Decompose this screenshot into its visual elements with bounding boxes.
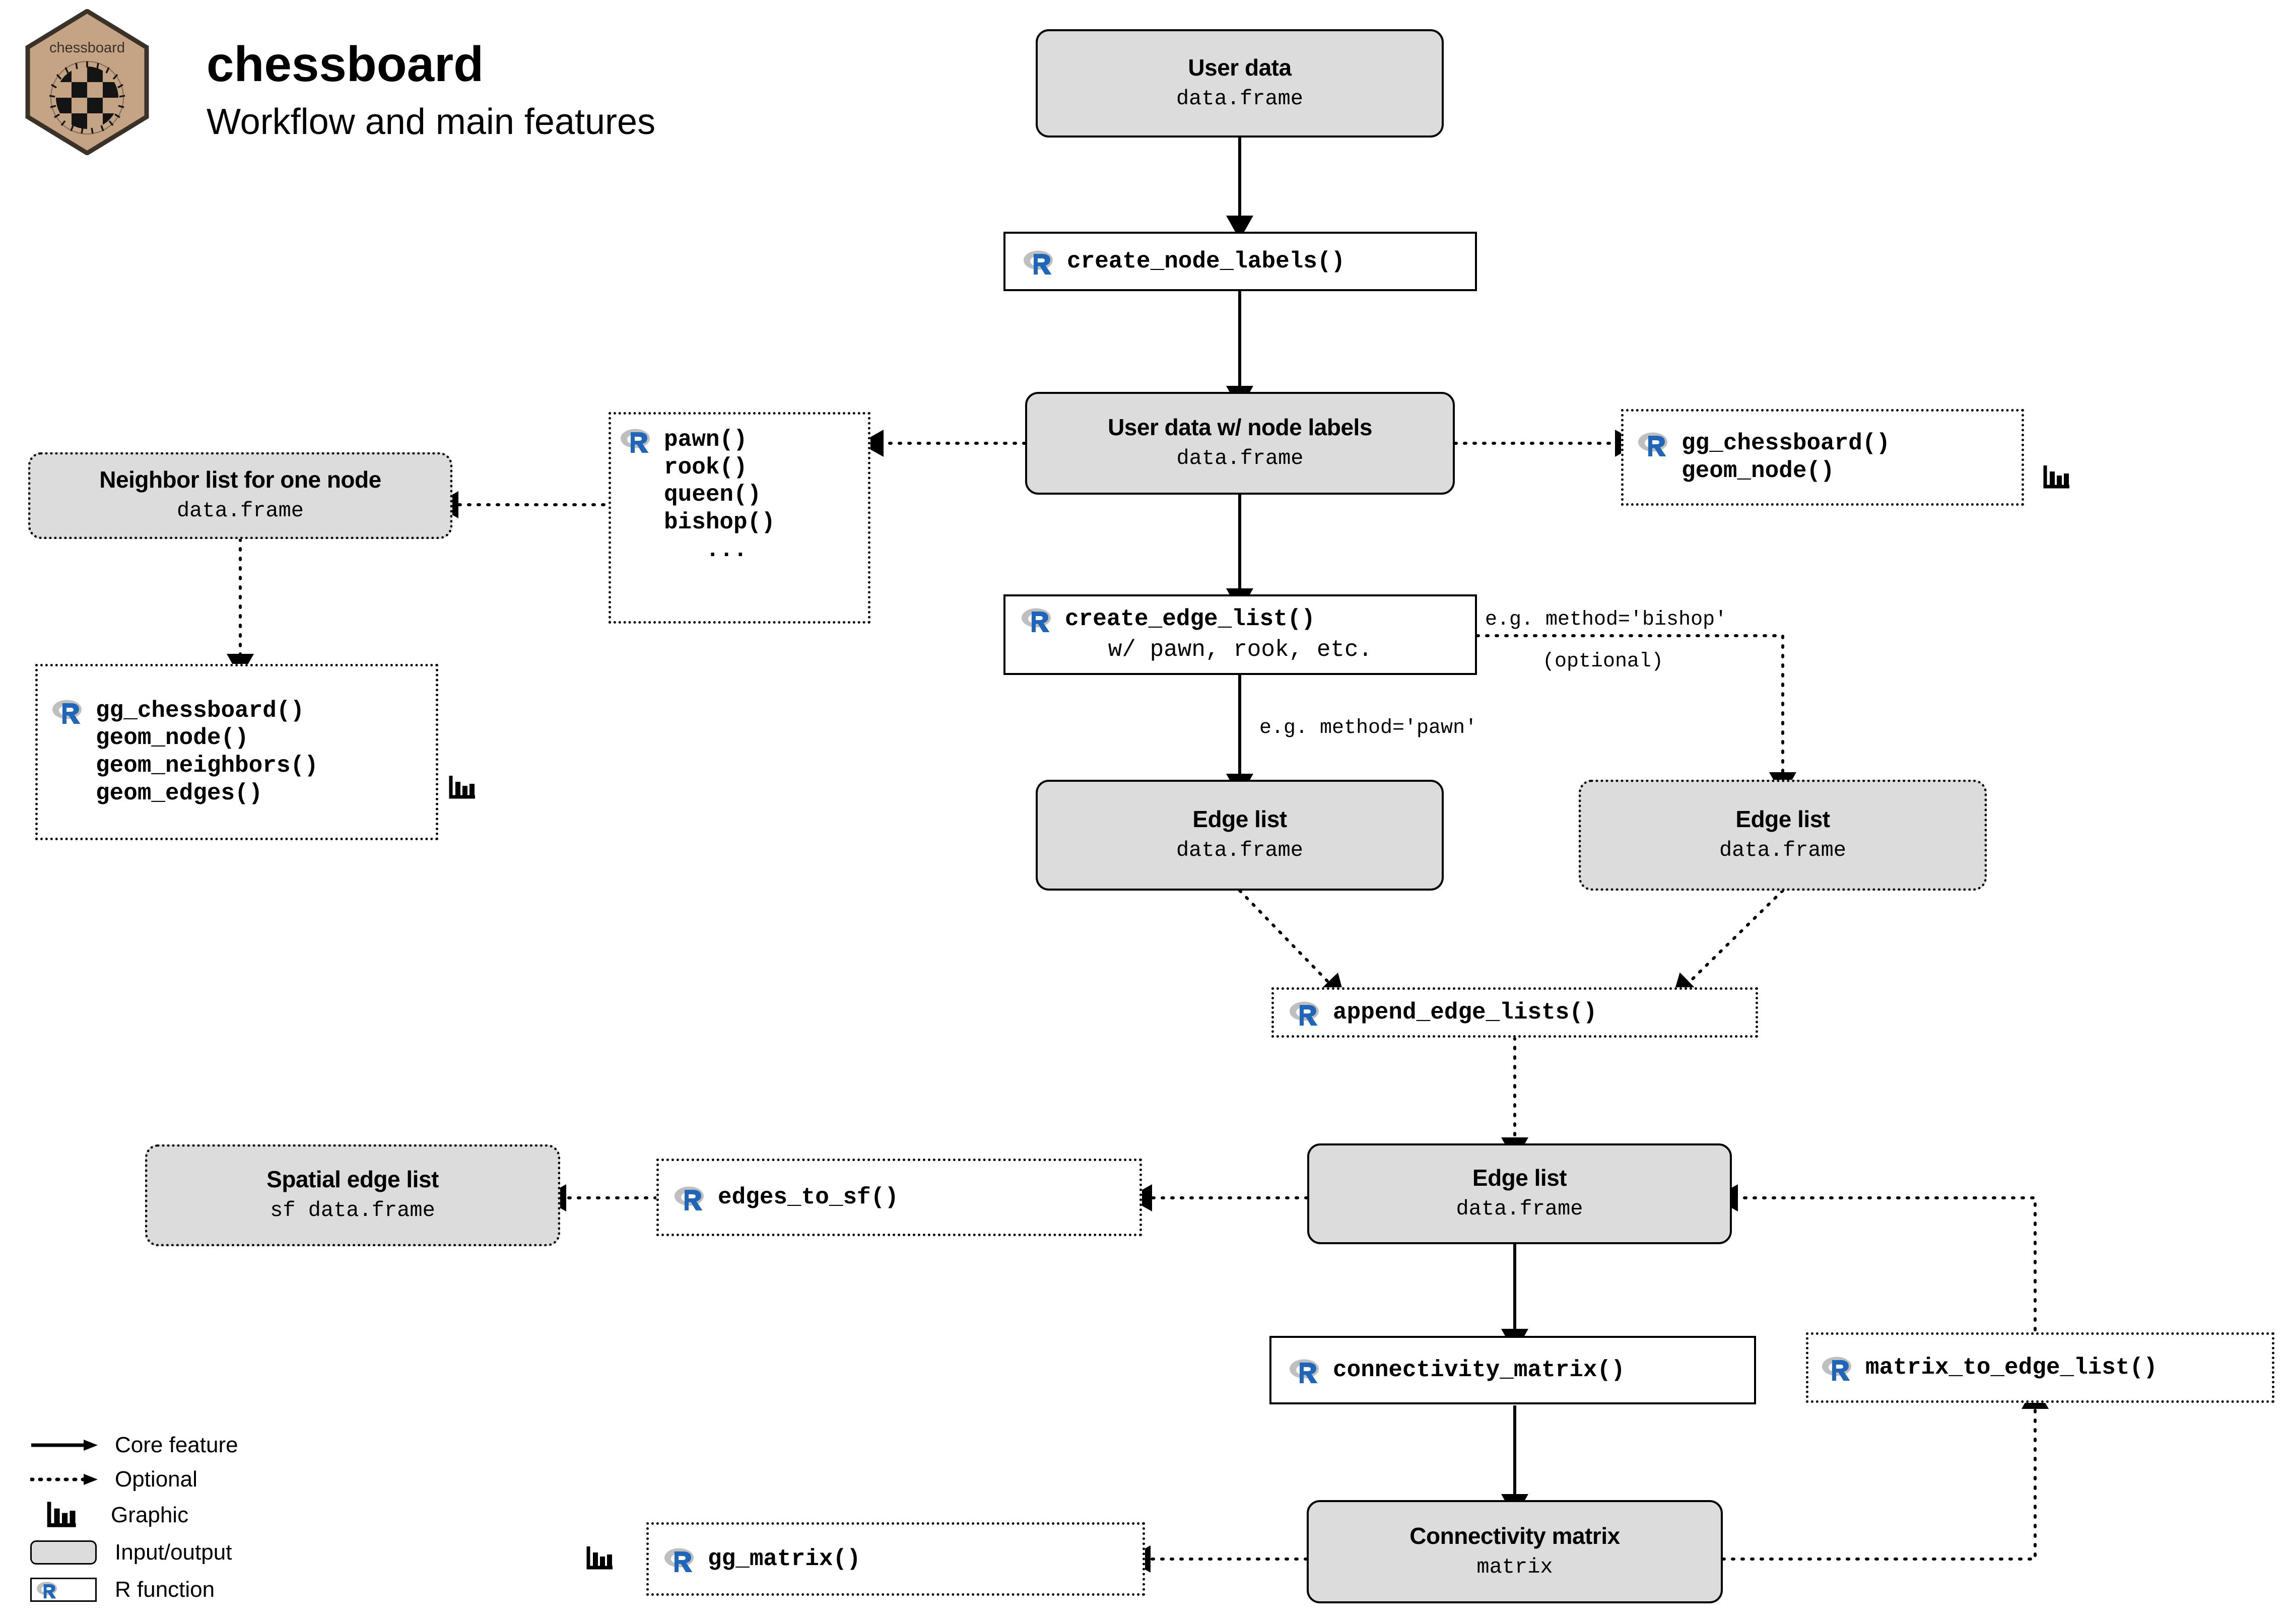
bar-chart-icon: [2043, 464, 2071, 491]
node-connectivity-matrix[interactable]: Connectivity matrix matrix: [1307, 1500, 1723, 1603]
legend-item-graphic: Graphic: [30, 1497, 238, 1534]
r-logo-icon: [663, 1546, 695, 1573]
node-title: User data: [1188, 54, 1292, 81]
node-title: Edge list: [1472, 1165, 1567, 1191]
node-function-label: append_edge_lists(): [1333, 999, 1597, 1026]
node-connectivity-matrix-fn[interactable]: connectivity_matrix(): [1269, 1336, 1756, 1404]
node-function-label: gg_chessboard() geom_node(): [1681, 430, 1891, 484]
legend-item-r-function: R function: [30, 1571, 238, 1608]
node-function-label: pawn() rook() queen() bishop() ...: [664, 427, 775, 563]
legend-label: Core feature: [115, 1433, 238, 1457]
legend-item-optional: Optional: [30, 1462, 238, 1497]
page-subtitle: Workflow and main features: [207, 102, 656, 142]
r-logo-icon: [1637, 431, 1668, 457]
node-subtitle: data.frame: [1176, 838, 1304, 863]
r-logo-icon: [30, 1578, 106, 1602]
dotted-arrow-icon: [30, 1472, 106, 1487]
node-subtitle: sf data.frame: [270, 1198, 435, 1223]
r-logo-icon: [1023, 249, 1054, 275]
r-logo-icon: [1289, 1000, 1320, 1026]
node-function-label: edges_to_sf(): [718, 1184, 899, 1210]
rounded-box-icon: [30, 1540, 106, 1565]
solid-arrow-icon: [30, 1438, 106, 1453]
node-subtitle: data.frame: [1456, 1197, 1583, 1222]
bar-chart-icon: [586, 1545, 614, 1572]
node-edge-list-pawn[interactable]: Edge list data.frame: [1036, 780, 1444, 891]
edge-label-method-pawn: e.g. method='pawn': [1259, 717, 1477, 739]
node-matrix-to-edge-list[interactable]: matrix_to_edge_list(): [1806, 1332, 2274, 1403]
legend-label: R function: [115, 1577, 215, 1602]
node-function-label: gg_chessboard() geom_node() geom_neighbo…: [96, 697, 318, 806]
bar-chart-icon: [30, 1501, 122, 1530]
node-title: User data w/ node labels: [1108, 414, 1372, 441]
node-title: Neighbor list for one node: [99, 466, 381, 493]
chessboard-hex-logo: chessboard: [24, 8, 150, 156]
node-function-label: connectivity_matrix(): [1333, 1357, 1625, 1383]
node-title: Connectivity matrix: [1409, 1522, 1620, 1549]
node-subtitle: data.frame: [1176, 86, 1304, 111]
node-create-node-labels[interactable]: create_node_labels(): [1003, 232, 1477, 291]
r-logo-icon: [674, 1185, 705, 1211]
node-title: Edge list: [1735, 806, 1830, 833]
node-gg-matrix[interactable]: gg_matrix(): [646, 1522, 1145, 1596]
r-logo-icon: [51, 698, 83, 724]
node-spatial-edge-list[interactable]: Spatial edge list sf data.frame: [145, 1144, 560, 1246]
node-gg-chessboard-node[interactable]: gg_chessboard() geom_node(): [1621, 409, 2024, 506]
node-neighbor-list[interactable]: Neighbor list for one node data.frame: [28, 452, 452, 539]
legend-label: Graphic: [111, 1503, 189, 1527]
node-user-data[interactable]: User data data.frame: [1036, 29, 1444, 138]
node-function-label: gg_matrix(): [708, 1545, 861, 1572]
brand-heading: chessboard Workflow and main features: [207, 39, 655, 140]
node-append-edge-lists[interactable]: append_edge_lists(): [1271, 987, 1758, 1038]
node-subtitle: data.frame: [1719, 838, 1847, 863]
r-logo-icon: [1021, 606, 1052, 633]
node-function-label: create_node_labels(): [1067, 248, 1345, 275]
r-logo-icon: [1289, 1358, 1320, 1384]
edge-label-optional: (optional): [1542, 650, 1664, 673]
svg-text:chessboard: chessboard: [49, 40, 125, 56]
legend-item-input-output: Input/output: [30, 1534, 238, 1571]
node-edge-list-bishop[interactable]: Edge list data.frame: [1579, 780, 1987, 891]
node-subtitle: data.frame: [176, 499, 304, 523]
node-edge-list-main[interactable]: Edge list data.frame: [1307, 1143, 1732, 1244]
node-user-data-with-labels[interactable]: User data w/ node labels data.frame: [1025, 392, 1455, 495]
r-logo-icon: [620, 427, 651, 453]
node-subtitle: matrix: [1476, 1554, 1553, 1579]
node-title: Edge list: [1192, 806, 1287, 833]
node-title: Spatial edge list: [266, 1166, 439, 1193]
bar-chart-icon: [448, 775, 477, 801]
node-move-functions[interactable]: pawn() rook() queen() bishop() ...: [609, 412, 870, 624]
node-function-label: create_edge_list(): [1065, 606, 1315, 633]
node-subtitle: data.frame: [1176, 446, 1304, 471]
r-logo-icon: [1821, 1355, 1852, 1381]
node-function-note: w/ pawn, rook, etc.: [1108, 637, 1373, 663]
node-create-edge-list[interactable]: create_edge_list() w/ pawn, rook, etc.: [1003, 594, 1477, 675]
node-function-label: matrix_to_edge_list(): [1865, 1354, 2158, 1381]
legend-label: Input/output: [115, 1540, 232, 1565]
node-edges-to-sf[interactable]: edges_to_sf(): [656, 1159, 1142, 1236]
node-gg-chessboard-neighbors[interactable]: gg_chessboard() geom_node() geom_neighbo…: [35, 664, 438, 840]
legend-item-core-feature: Core feature: [30, 1428, 238, 1462]
page-title: chessboard: [207, 36, 484, 92]
edge-label-method-bishop: e.g. method='bishop': [1485, 608, 1727, 631]
legend-label: Optional: [115, 1467, 197, 1492]
legend: Core feature Optional Graphic Input/outp…: [30, 1428, 238, 1608]
